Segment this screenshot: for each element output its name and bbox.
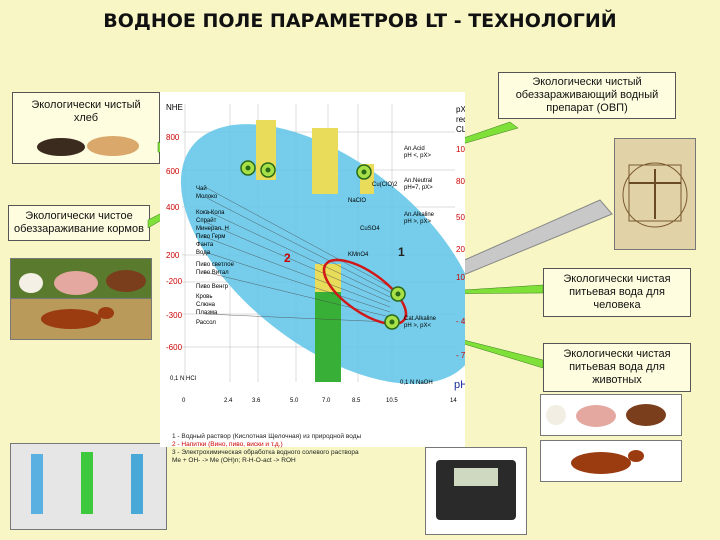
redox-device-photo <box>425 447 527 535</box>
drink-label: Вода <box>196 250 211 256</box>
bread-callout: Экологически чистый хлеб <box>12 92 160 164</box>
drink-labels: Чай Молоко Кока-Кола Спрайт Минерал. Н П… <box>196 185 235 326</box>
right-tick: 1000 <box>456 145 465 154</box>
region-labels: An.Acid pH <, pX> An.Neutral pH=7, pX> A… <box>404 146 437 329</box>
left-tick: 400 <box>166 203 180 212</box>
marker-feed <box>260 162 276 178</box>
right-axis-title-line: CLAcE <box>456 125 465 134</box>
compound-label: KMnO4 <box>348 252 369 258</box>
feed-callout: Экологически чистое обеззараживание корм… <box>8 205 150 241</box>
left-tick: -600 <box>166 343 183 352</box>
drinks-highlight <box>322 258 408 326</box>
region-label-sub: pH >, pX< <box>404 323 432 329</box>
right-tick: 800 <box>456 177 465 186</box>
left-tick: -200 <box>166 277 183 286</box>
bottom-ticks: 0 2.4 3.6 5.0 7.0 8.5 10.5 14 <box>182 398 457 404</box>
region-label-sub: pH >, pX> <box>404 219 432 225</box>
page-title: ВОДНОЕ ПОЛЕ ПАРАМЕТРОВ LT - ТЕХНОЛОГИЙ <box>103 10 617 32</box>
right-tick: - 400 <box>456 317 465 326</box>
region-label: Cat.Alkaline <box>404 316 437 322</box>
legend-item: 1 - Водный раствор (Кислотная Щелочная) … <box>172 433 362 440</box>
marker-water-human <box>390 286 406 302</box>
marker-disinfectant <box>356 164 372 180</box>
drink-label: Кровь <box>196 294 212 300</box>
marker-number-1: 1 <box>398 245 405 259</box>
bottom-tick: 7.0 <box>322 398 331 404</box>
region-label-sub: pH <, pX> <box>404 153 432 159</box>
compound-label: NaClO <box>348 198 366 204</box>
horse-photo <box>10 298 152 340</box>
ph-axis-label: pH <box>454 379 465 391</box>
drink-label: Чай <box>196 185 207 192</box>
compound-label: CuSO4 <box>360 226 380 232</box>
legend-item: Me + OH- -> Me (OH)n; R-H-O-act -> ROH <box>172 457 296 464</box>
region-label: An.Alkaline <box>404 212 435 218</box>
drink-label: Пиво Герм <box>196 234 225 240</box>
bottom-tick: 8.5 <box>352 398 361 404</box>
bottom-tick: 14 <box>450 398 457 404</box>
drink-label: Плазма <box>196 310 218 316</box>
water-animals-callout: Экологически чистая питьевая вода для жи… <box>543 343 691 392</box>
water-human-callout-text: Экологически чистая питьевая вода для че… <box>563 273 671 311</box>
marker-bread <box>240 160 256 176</box>
yellow-zone-center <box>312 128 338 194</box>
drink-label: Пиво Венгр <box>196 284 229 290</box>
left-tick: 600 <box>166 167 180 176</box>
feed-callout-text: Экологически чистое обеззараживание корм… <box>14 210 144 235</box>
water-human-callout: Экологически чистая питьевая вода для че… <box>543 268 691 317</box>
drink-lines <box>204 186 391 323</box>
drink-label: Пиво Витал <box>196 270 229 276</box>
region-label-sub: pH=7, pX> <box>404 185 433 191</box>
compound-label: Cu(ClO)2 <box>372 182 398 188</box>
right-tick: - 700 <box>456 351 465 360</box>
corner-label-left: 0,1 N HCl <box>170 376 196 382</box>
bottom-tick: 3.6 <box>252 398 261 404</box>
drink-label: Минерал. Н <box>196 226 229 232</box>
bread-icon <box>37 136 139 156</box>
water-parameter-field: NHE 800 600 400 200 -200 -300 -600 pX mv… <box>160 92 481 447</box>
ph-meters-photo <box>10 443 167 530</box>
corner-label-right: 0,1 N NaOH <box>400 380 433 386</box>
bread-callout-text: Экологически чистый хлеб <box>31 99 141 124</box>
animals-photo-top <box>10 258 152 302</box>
chart-legend: 1 - Водный раствор (Кислотная Щелочная) … <box>172 433 472 465</box>
animals-photo-right <box>540 394 682 436</box>
marker-number-2: 2 <box>284 251 291 265</box>
right-tick: 100 <box>456 273 465 282</box>
legend-item: 3 - Электрохимическая обработка водного … <box>172 449 359 456</box>
left-tick: 200 <box>166 251 180 260</box>
drink-label: Молоко <box>196 194 218 200</box>
right-axis-title: pX mv redox CLAcE <box>456 105 481 134</box>
horse-photo-right <box>540 440 682 482</box>
vitruvian-image <box>614 138 696 250</box>
drink-label: Рассол <box>196 320 216 326</box>
water-animals-callout-text: Экологически чистая питьевая вода для жи… <box>563 348 671 386</box>
right-axis-title-line: pX mv <box>456 105 465 114</box>
green-zone <box>315 292 341 382</box>
disinfectant-callout-text: Экологически чистый обеззараживающий вод… <box>515 76 659 114</box>
bottom-tick: 10.5 <box>386 398 398 404</box>
bottom-tick: 0 <box>182 398 186 404</box>
bottom-tick: 5.0 <box>290 398 299 404</box>
drink-label: Спрайт <box>196 217 217 224</box>
right-axis-title-line: redox <box>456 115 465 124</box>
left-ticks: 800 600 400 200 -200 -300 -600 <box>166 133 183 352</box>
drink-label: Фанта <box>196 242 214 248</box>
compound-labels: Cu(ClO)2 NaClO CuSO4 KMnO4 <box>348 182 398 258</box>
drink-label: Пиво светлое <box>196 262 235 268</box>
right-tick: 500 <box>456 213 465 222</box>
legend-item: 2 - Напитки (Вино, пиво, виски и т.д.) <box>172 441 283 448</box>
marker-water-animals <box>384 314 400 330</box>
region-label: An.Acid <box>404 146 425 152</box>
left-axis-title: NHE <box>166 103 183 112</box>
disinfectant-callout: Экологически чистый обеззараживающий вод… <box>498 72 676 119</box>
yellow-zone-low <box>315 264 341 292</box>
bottom-tick: 2.4 <box>224 398 233 404</box>
drink-label: Кока-Кола <box>196 210 225 216</box>
drink-label: Слюна <box>196 302 216 308</box>
right-tick: 200 <box>456 245 465 254</box>
region-label: An.Neutral <box>404 178 432 184</box>
left-tick: -300 <box>166 311 183 320</box>
left-tick: 800 <box>166 133 180 142</box>
